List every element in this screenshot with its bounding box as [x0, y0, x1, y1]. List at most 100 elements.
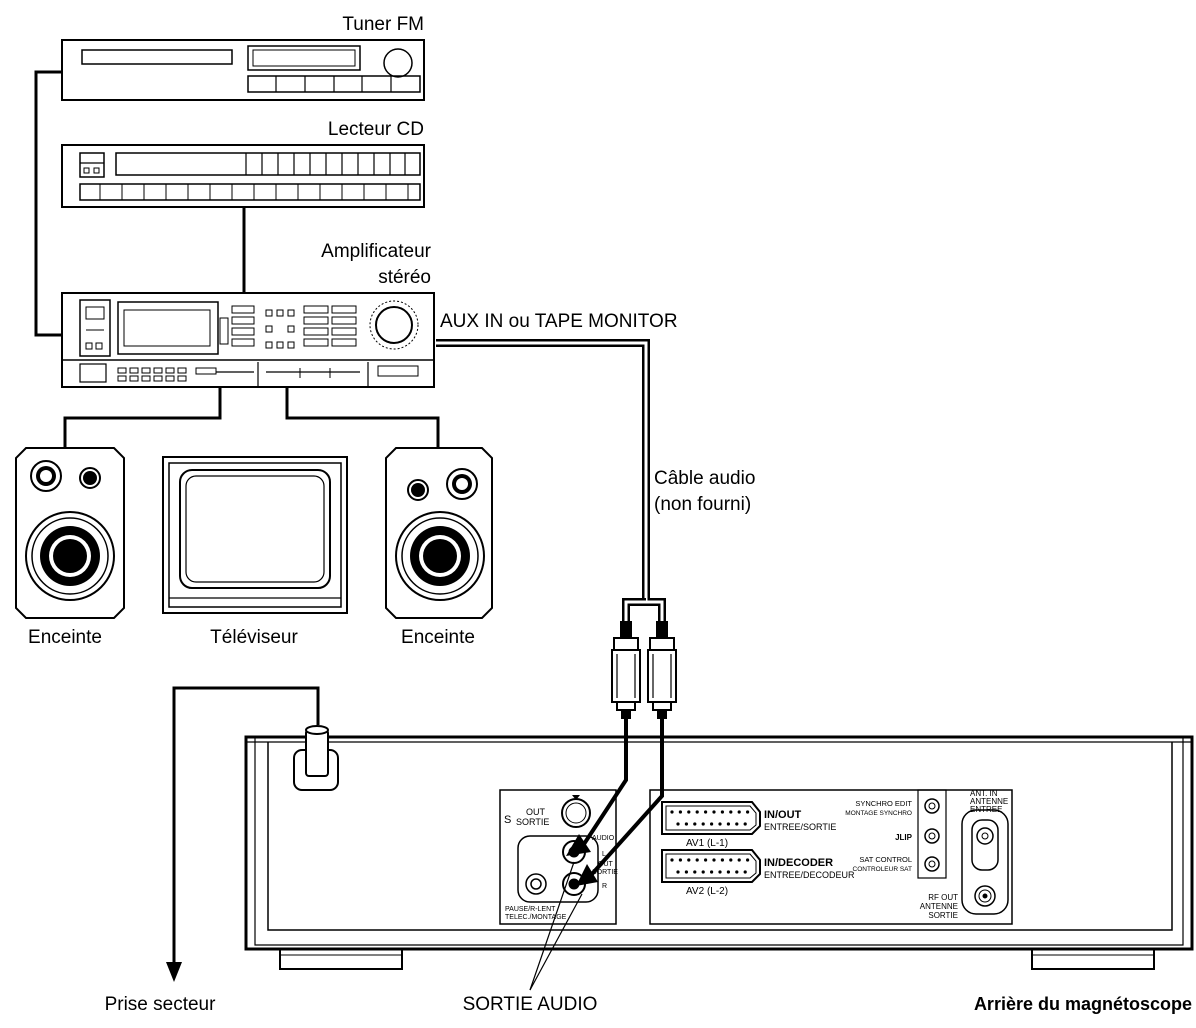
s-out-prefix: S [504, 814, 511, 826]
arrow-audio-right [576, 864, 598, 886]
pause-label-2: TELEC./MONTAGE [505, 914, 567, 921]
pause-label-1: PAUSE/R-LENT [505, 906, 556, 913]
out-label-1: OUT [598, 861, 614, 868]
scart-pin [670, 810, 674, 814]
scart-pin [737, 858, 741, 862]
out-label-2: SORTIE [592, 869, 618, 876]
rca-plug-right [647, 621, 677, 719]
scart-pin [678, 858, 683, 862]
av1-main-label: IN/OUT [764, 809, 802, 821]
label-cable-line1: Câble audio [654, 468, 755, 489]
jlip-label: JLIP [895, 833, 913, 842]
scart-pin [695, 810, 699, 814]
scart-pin [746, 858, 750, 862]
scart-pin [676, 822, 680, 826]
scart-pin [687, 810, 691, 814]
label-cable-line2: (non fourni) [654, 494, 751, 515]
labels: Tuner FM Lecteur CD Amplificateur stéréo… [28, 14, 1192, 1015]
speaker-left [15, 447, 125, 619]
scart-pin [676, 870, 680, 874]
speaker-left-wire [63, 388, 222, 448]
scart-pin [729, 810, 733, 814]
scart-pin [710, 822, 714, 826]
speaker-right-wire [285, 388, 440, 448]
scart-pin [735, 870, 739, 874]
scart-pin [718, 870, 722, 874]
audio-out-leaders [529, 861, 583, 991]
ant-in-label-1: ANT. IN [970, 789, 998, 798]
scart-pin [726, 822, 731, 826]
s-out-line1: OUT [526, 807, 546, 817]
scart-pin [693, 870, 697, 874]
audio-cable [436, 339, 666, 622]
sat-label-2: CONTROLEUR SAT [853, 866, 912, 873]
arrow-audio-left [566, 834, 591, 856]
ant-in-label-3: ENTREE [970, 805, 1002, 814]
power-arrowhead [166, 962, 182, 982]
scart-pin [701, 822, 705, 826]
cable-to-vcr [582, 718, 664, 876]
out-l-label: L [602, 851, 606, 858]
label-tuner: Tuner FM [342, 14, 424, 35]
label-cd-player: Lecteur CD [328, 119, 424, 140]
scart-pin [701, 870, 705, 874]
television [162, 456, 348, 614]
scart-pin [720, 810, 725, 814]
synchro-label-1: SYNCHRO EDIT [855, 799, 912, 808]
scart-pin [687, 858, 691, 862]
tuner-amp-wire [34, 70, 62, 337]
stereo-amplifier [61, 292, 435, 388]
scart-pin [729, 858, 733, 862]
s-out-line2: SORTIE [516, 817, 549, 827]
scart-pin [710, 870, 714, 874]
label-speaker-left: Enceinte [28, 627, 102, 648]
sat-label-1: SAT CONTROL [859, 855, 912, 864]
power-cord [172, 686, 320, 965]
label-aux-in: AUX IN ou TAPE MONITOR [440, 311, 678, 332]
label-amplifier-line2: stéréo [378, 267, 431, 288]
scart-pin [735, 822, 739, 826]
av1-sub-label: ENTREE/SORTIE [764, 822, 836, 832]
scart-pin [678, 810, 683, 814]
scart-pin [712, 858, 716, 862]
label-tv: Téléviseur [210, 627, 298, 648]
scart-pin [726, 870, 731, 874]
scart-pin [704, 858, 708, 862]
scart-pin [704, 810, 708, 814]
scart-pin [670, 858, 674, 862]
scart-pin [712, 810, 716, 814]
av1-name-label: AV1 (L-1) [686, 838, 728, 849]
power-inlet [293, 725, 339, 791]
ant-in-label-2: ANTENNE [970, 797, 1008, 806]
scart-pin [684, 870, 689, 874]
scart-pin [684, 822, 689, 826]
scart-pin [718, 822, 722, 826]
label-amplifier-line1: Amplificateur [321, 241, 431, 262]
scart-pin [693, 822, 697, 826]
synchro-label-2: MONTAGE SYNCHRO [845, 810, 912, 817]
label-speaker-right: Enceinte [401, 627, 475, 648]
vcr-rear [244, 735, 1194, 970]
scart-pin [743, 870, 747, 874]
audio-tag: AUDIO [592, 835, 615, 842]
vcr-panel-labels: S OUT SORTIE AUDIO L OUT SORTIE R PAUSE/… [504, 789, 1008, 921]
rf-out-label-1: RF OUT [928, 893, 958, 902]
label-vcr-rear: Arrière du magnétoscope [974, 994, 1192, 1014]
speaker-right [385, 447, 493, 619]
tuner-fm [61, 39, 425, 101]
vcr-main-panel [649, 789, 1013, 925]
av2-main-label: IN/DECODER [764, 857, 833, 869]
av2-name-label: AV2 (L-2) [686, 886, 728, 897]
scart-pins [670, 810, 750, 874]
av2-sub-label: ENTREE/DECODEUR [764, 870, 855, 880]
scart-pin [746, 810, 750, 814]
rca-plug-left [611, 621, 641, 719]
rf-out-label-2: ANTENNE [920, 902, 958, 911]
wires [34, 70, 440, 965]
scart-pin [743, 822, 747, 826]
label-power-outlet: Prise secteur [105, 994, 217, 1015]
scart-pin [720, 858, 725, 862]
cd-player [61, 144, 425, 208]
